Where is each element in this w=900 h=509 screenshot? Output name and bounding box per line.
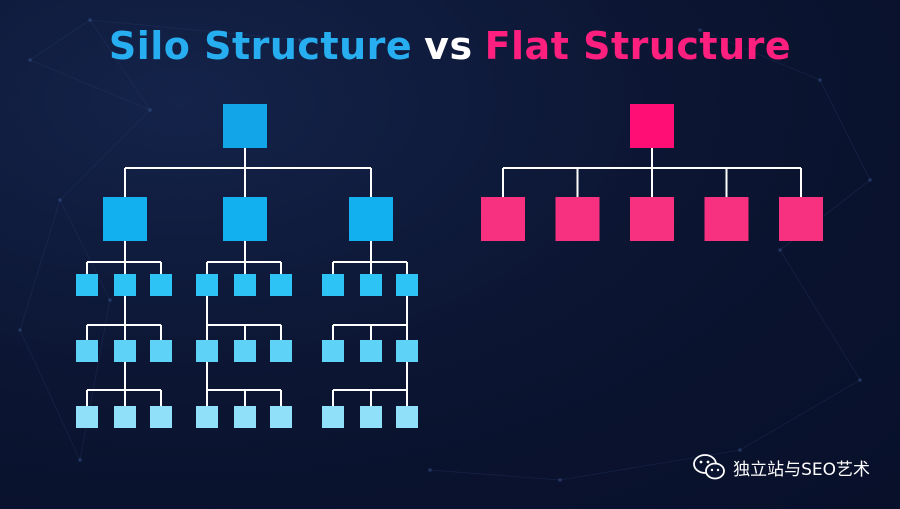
silo-node-level-3 (196, 340, 218, 362)
silo-node-level-3 (76, 340, 98, 362)
silo-node-level-4 (76, 406, 98, 428)
background-network-line (89, 19, 301, 41)
background-network-dot (428, 468, 432, 472)
background-network-dot (18, 328, 22, 332)
silo-node-level-4 (322, 406, 344, 428)
silo-node-level-3 (360, 340, 382, 362)
flat-child-node (704, 197, 749, 241)
flat-child-node (481, 197, 525, 241)
background-network-line (29, 59, 151, 111)
silo-node-level-3 (270, 340, 292, 362)
background-network-dot (698, 28, 702, 32)
silo-node-level-4 (150, 406, 172, 428)
background-network-dot (148, 108, 152, 112)
silo-node-level-2 (360, 274, 382, 296)
background-network-dot (28, 58, 32, 62)
background-network-line (29, 19, 91, 61)
wechat-icon (693, 454, 725, 480)
silo-node-level-3 (114, 340, 136, 362)
background-network-dot (558, 478, 562, 482)
background-network-line (59, 109, 151, 201)
silo-node-level-4 (270, 406, 292, 428)
watermark-text: 独立站与SEO艺术 (733, 459, 870, 480)
background-network-line (819, 79, 871, 181)
background-network-line (699, 29, 821, 81)
silo-node-level-3 (234, 340, 256, 362)
background-network-dot (778, 248, 782, 252)
silo-node-level-1 (223, 197, 267, 241)
flat-child-node (779, 197, 823, 241)
silo-node-level-3 (322, 340, 344, 362)
silo-node-level-2 (150, 274, 172, 296)
flat-child-node (630, 197, 674, 241)
silo-node-level-2 (396, 274, 418, 296)
background-network-line (429, 469, 561, 481)
silo-node-level-3 (150, 340, 172, 362)
silo-node-level-4 (114, 406, 136, 428)
silo-node-level-2 (76, 274, 98, 296)
flat-child-node (555, 197, 600, 241)
background-network-dot (858, 378, 862, 382)
background-network-dot (738, 448, 742, 452)
silo-node-level-1 (103, 197, 147, 241)
silo-node-level-1 (349, 197, 393, 241)
silo-node-level-2 (196, 274, 218, 296)
flat-root-node (630, 104, 674, 148)
silo-node-level-4 (396, 406, 418, 428)
background-network-dot (818, 78, 822, 82)
silo-node-level-4 (234, 406, 256, 428)
background-network-dot (298, 38, 302, 42)
background-network-dot (88, 18, 92, 22)
silo-node-level-2 (114, 274, 136, 296)
silo-node-level-4 (196, 406, 218, 428)
silo-node-level-3 (396, 340, 418, 362)
silo-node-level-2 (270, 274, 292, 296)
title-flat: Flat Structure (484, 24, 792, 68)
background-network-dot (868, 178, 872, 182)
background-network-line (89, 19, 151, 111)
silo-node-level-2 (322, 274, 344, 296)
background-network-dot (58, 198, 62, 202)
background-network-dot (108, 298, 112, 302)
title-silo: Silo Structure (108, 24, 413, 68)
silo-root-node (223, 104, 267, 148)
silo-node-level-4 (360, 406, 382, 428)
background-network-line (79, 299, 111, 461)
silo-node-level-2 (234, 274, 256, 296)
background-network-line (19, 199, 61, 331)
background-network-line (779, 249, 861, 381)
title-vs: vs (424, 24, 473, 68)
watermark: 独立站与SEO艺术 (693, 453, 870, 481)
background-network-line (739, 379, 861, 451)
background-network-line (19, 329, 81, 461)
background-network-dot (78, 458, 82, 462)
background-network-line (59, 199, 111, 301)
